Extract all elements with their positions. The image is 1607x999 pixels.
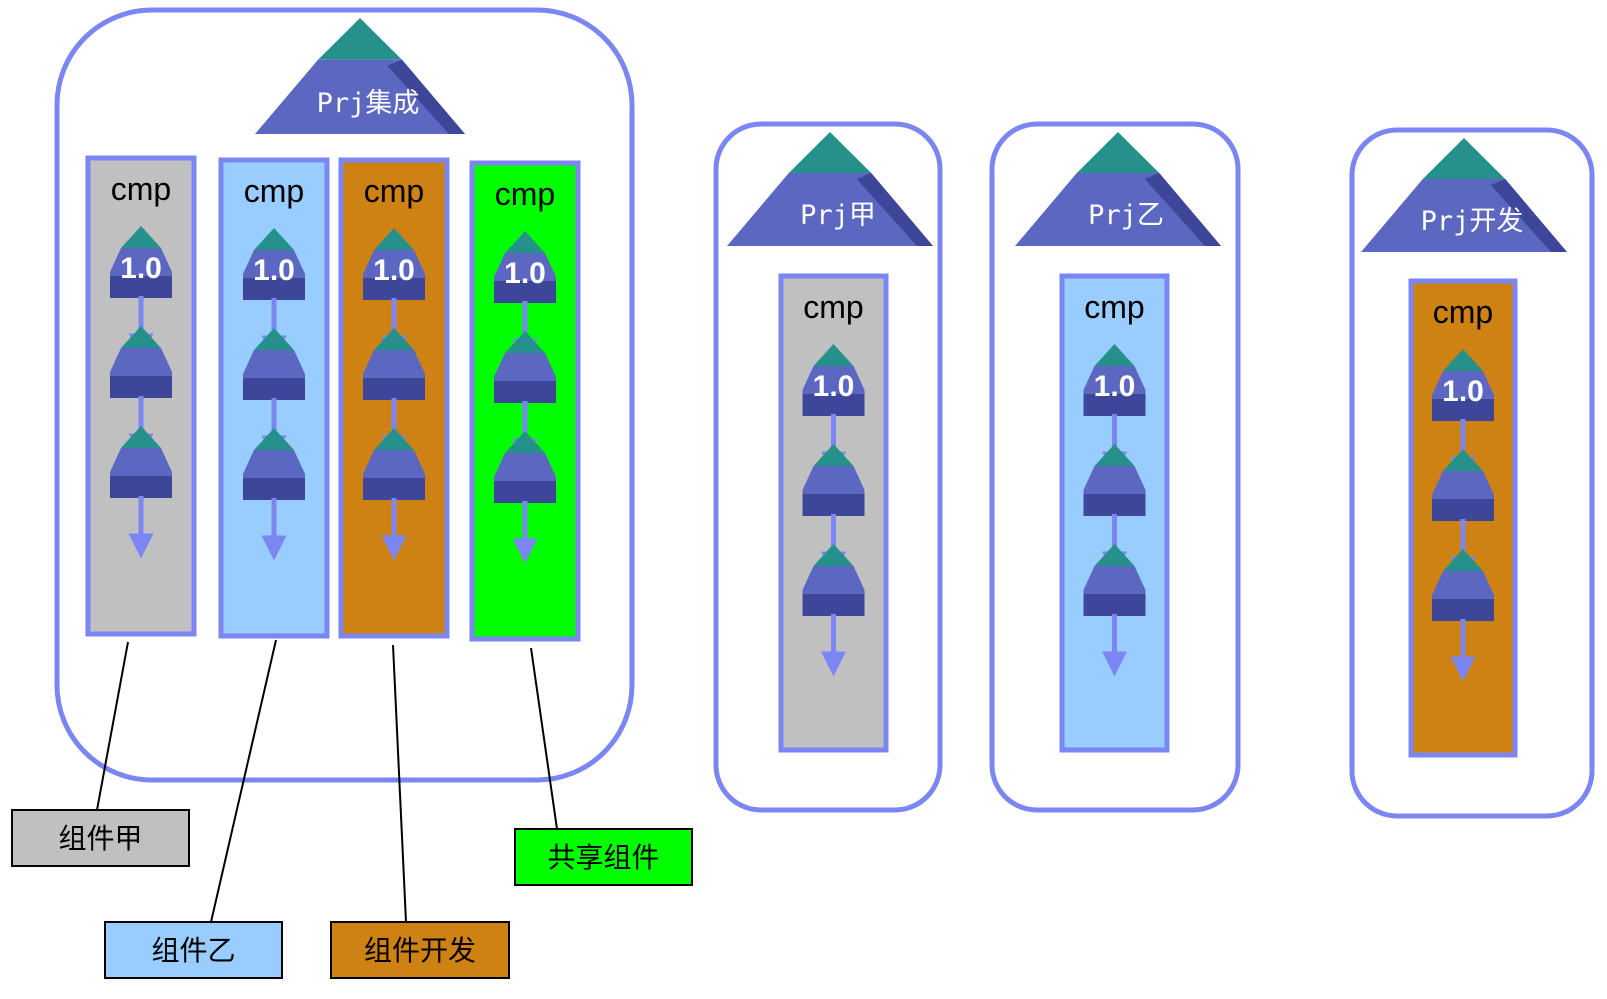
project-group-frame [989, 121, 1241, 813]
callout-box [514, 828, 693, 886]
leader-line [530, 647, 558, 830]
project-icon: Prj甲 [727, 132, 933, 246]
project-icon: Prj开发 [1361, 138, 1567, 252]
callout-box [330, 921, 510, 979]
project-icon: Prj集成 [255, 18, 465, 135]
component-column: cmp 1.0 [1059, 273, 1170, 753]
integration-group-frame [54, 7, 635, 783]
version-label: 1.0 [1442, 375, 1484, 408]
component-version-node: 1.0 [1083, 344, 1146, 416]
component-node [1432, 449, 1494, 521]
callout-label: 组件甲 [58, 822, 142, 855]
component-node [494, 331, 556, 403]
component-version-node: 1.0 [1432, 349, 1494, 421]
component-node [494, 431, 556, 503]
project-label: Prj乙 [1088, 200, 1164, 231]
cmp-label: cmp [364, 173, 424, 209]
version-label: 1.0 [813, 370, 855, 403]
component-version-node: 1.0 [243, 228, 305, 300]
component-node [1083, 444, 1146, 516]
project-label: Prj集成 [317, 88, 420, 119]
component-column: cmp 1.0 [338, 157, 450, 639]
callout: 组件甲 [11, 641, 190, 867]
leader-line [392, 644, 407, 923]
project-icon: Prj乙 [1015, 132, 1221, 246]
version-label: 1.0 [253, 254, 295, 287]
project-group-frame [1349, 127, 1595, 819]
component-node [243, 428, 305, 500]
callout-label: 共享组件 [547, 841, 659, 874]
component-column: cmp 1.0 [469, 160, 581, 642]
cmp-label: cmp [803, 289, 863, 325]
component-node [363, 428, 425, 500]
component-version-node: 1.0 [363, 228, 425, 300]
component-node [363, 328, 425, 400]
component-version-node: 1.0 [802, 344, 865, 416]
project-label: Prj甲 [800, 200, 876, 231]
callout-box [11, 809, 190, 867]
callout: 共享组件 [514, 647, 693, 886]
component-node [110, 426, 172, 498]
component-node [1083, 544, 1146, 616]
callout-box [104, 921, 283, 979]
cmp-label: cmp [495, 176, 555, 212]
component-node [802, 444, 865, 516]
version-label: 1.0 [373, 254, 415, 287]
component-column: cmp 1.0 [1408, 278, 1518, 758]
component-column: cmp 1.0 [778, 273, 889, 753]
version-label: 1.0 [504, 257, 546, 290]
cmp-label: cmp [1084, 289, 1144, 325]
callout: 组件开发 [330, 644, 510, 979]
callout-label: 组件开发 [364, 934, 476, 967]
leader-line [96, 641, 129, 811]
component-node [1432, 549, 1494, 621]
project-label: Prj开发 [1421, 206, 1524, 237]
component-version-node: 1.0 [110, 226, 172, 298]
component-node [110, 326, 172, 398]
component-column: cmp 1.0 [218, 157, 330, 639]
callout-label: 组件乙 [151, 934, 235, 967]
component-node [243, 328, 305, 400]
component-version-node: 1.0 [494, 231, 556, 303]
version-label: 1.0 [1094, 370, 1136, 403]
cmp-label: cmp [111, 171, 171, 207]
component-node [802, 544, 865, 616]
cmp-label: cmp [244, 173, 304, 209]
cmp-label: cmp [1433, 294, 1493, 330]
leader-line [210, 639, 277, 923]
callout: 组件乙 [104, 639, 283, 979]
version-label: 1.0 [120, 252, 162, 285]
project-group-frame [713, 121, 943, 813]
component-column: cmp 1.0 [85, 155, 197, 637]
